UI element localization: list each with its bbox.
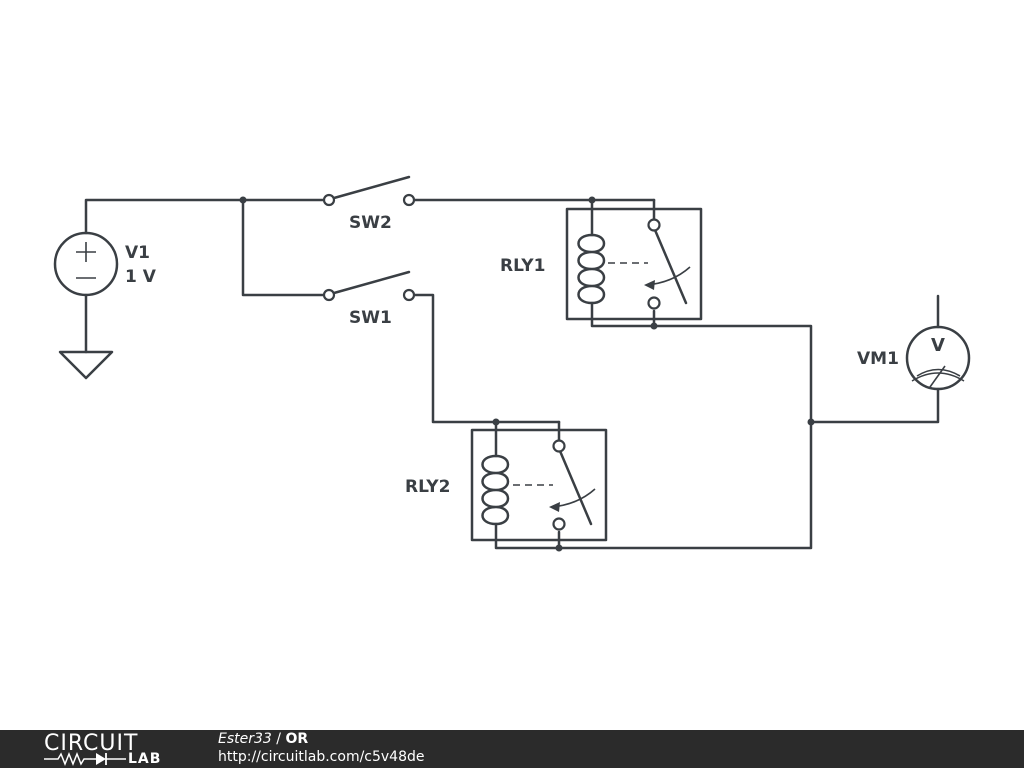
author-link[interactable]: Ester33 xyxy=(218,731,272,747)
footer-bar xyxy=(0,730,1024,768)
v1-name-label: V1 xyxy=(125,243,150,263)
wires xyxy=(84,198,940,550)
circuitlab-logo-lab: LAB xyxy=(128,751,162,767)
rly1-label: RLY1 xyxy=(500,256,545,276)
sw1-label: SW1 xyxy=(349,308,392,328)
voltage-source-v1[interactable] xyxy=(53,231,119,297)
resistor-diode-logo-icon xyxy=(44,752,126,766)
path-separator: / xyxy=(271,731,286,747)
switch-sw1[interactable] xyxy=(322,270,416,302)
author-title-line: Ester33 / OR xyxy=(218,731,308,748)
relay-rly2[interactable] xyxy=(470,420,608,550)
circuitlab-logo-text[interactable]: CIRCUIT xyxy=(44,731,139,756)
voltmeter-symbol: V xyxy=(931,335,945,356)
rly2-label: RLY2 xyxy=(405,477,450,497)
circuit-schematic: V1 1 V SW2 xyxy=(53,175,971,552)
junction-nodes xyxy=(239,196,815,552)
v1-value-label: 1 V xyxy=(125,267,157,287)
relay-rly1[interactable] xyxy=(565,198,703,328)
switch-sw2[interactable] xyxy=(322,175,416,207)
voltmeter-vm1[interactable]: V xyxy=(905,325,971,391)
circuit-title: OR xyxy=(285,731,309,747)
sw2-label: SW2 xyxy=(349,213,392,233)
circuit-url[interactable]: http://circuitlab.com/c5v48de xyxy=(218,749,425,765)
ground-symbol xyxy=(58,293,114,380)
vm1-label: VM1 xyxy=(857,349,899,369)
